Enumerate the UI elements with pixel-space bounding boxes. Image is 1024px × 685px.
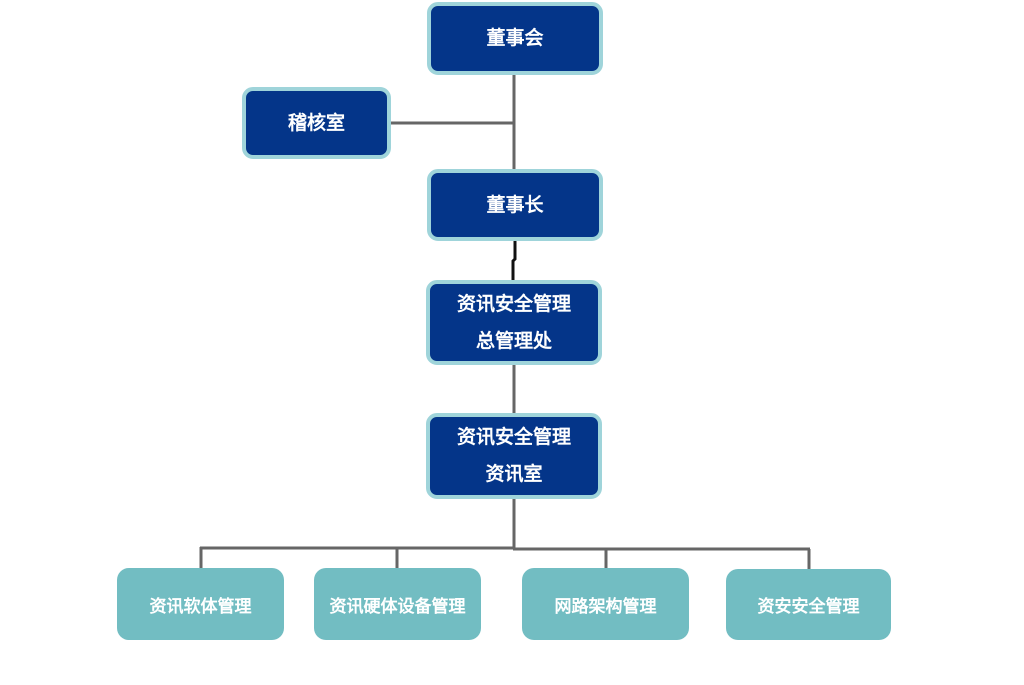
node-it-room[interactable]: 资讯安全管理 资讯室 — [426, 413, 602, 499]
node-it-room-line1: 资讯安全管理 — [456, 426, 571, 448]
node-security-office-line2: 总管理处 — [475, 329, 552, 352]
node-dept-hardware[interactable]: 资讯硬体设备管理 — [314, 568, 481, 640]
node-audit-office[interactable]: 稽核室 — [242, 87, 391, 159]
node-dept-security-label: 资安安全管理 — [757, 597, 860, 617]
node-chairman[interactable]: 董事长 — [427, 169, 603, 241]
node-security-office[interactable]: 资讯安全管理 总管理处 — [426, 280, 602, 365]
node-dept-software[interactable]: 资讯软体管理 — [117, 568, 284, 640]
node-chairman-label: 董事长 — [486, 193, 544, 216]
node-dept-hardware-label: 资讯硬体设备管理 — [329, 596, 466, 617]
node-dept-security[interactable]: 资安安全管理 — [726, 569, 891, 640]
node-dept-software-label: 资讯软体管理 — [149, 596, 252, 617]
node-dept-network-label: 网路架构管理 — [554, 596, 657, 617]
node-audit-office-label: 稽核室 — [287, 111, 345, 134]
node-security-office-line1: 资讯安全管理 — [456, 292, 571, 315]
connector-chairman-security-office — [511, 240, 517, 281]
node-it-room-line2: 资讯室 — [485, 463, 543, 485]
node-dept-network[interactable]: 网路架构管理 — [522, 568, 689, 640]
node-board-label: 董事会 — [486, 27, 544, 49]
node-board[interactable]: 董事会 — [427, 2, 603, 75]
